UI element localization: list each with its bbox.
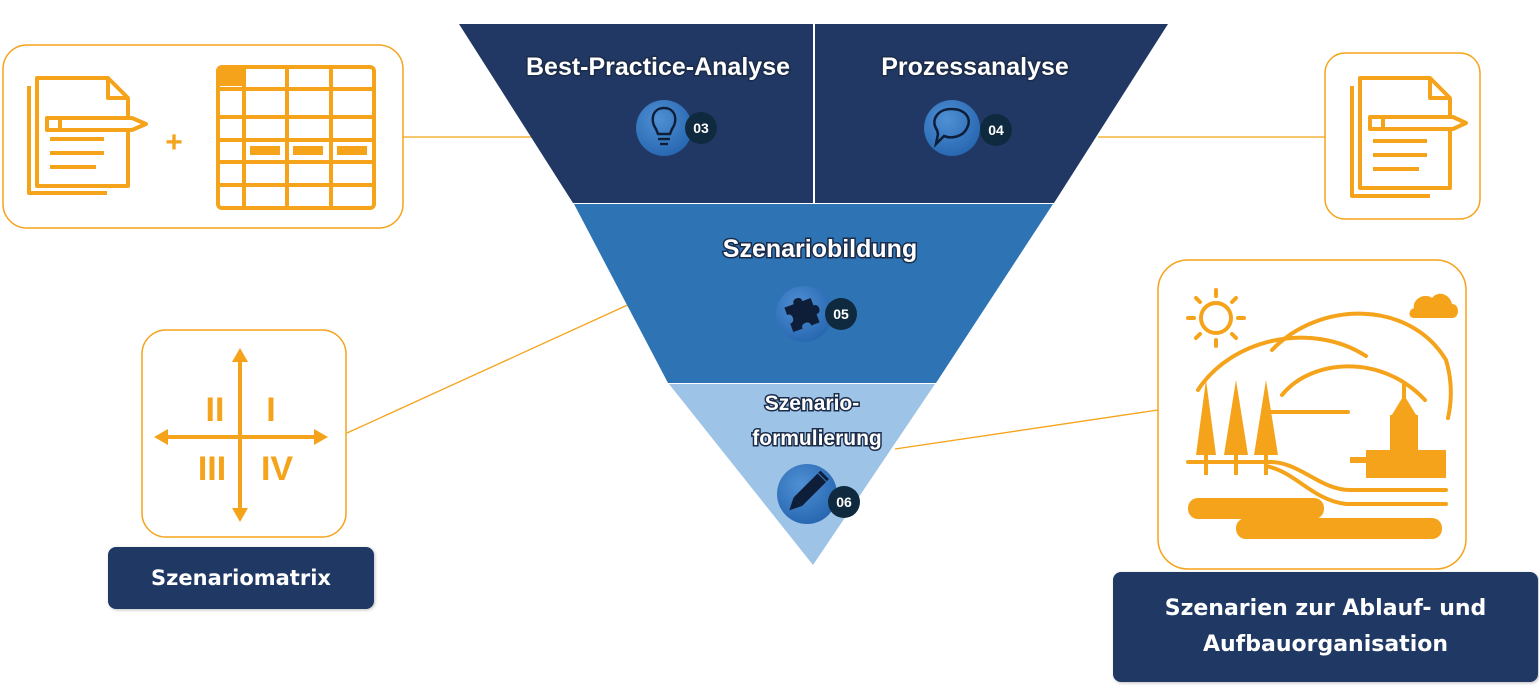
- table-icon: [216, 65, 376, 210]
- lightbulb-icon: [651, 106, 677, 146]
- sun-icon: [1186, 288, 1246, 348]
- funnel-pyramid: [459, 24, 1168, 565]
- number-03: 03: [693, 120, 709, 136]
- connector-lines: [346, 136, 1325, 450]
- box-landscape: [1157, 259, 1467, 570]
- quadrant-II: II: [206, 391, 225, 429]
- label-szenarien-line2: Aufbauorganisation: [1202, 632, 1449, 657]
- badge-06: 06: [777, 464, 860, 524]
- box-document: [1324, 52, 1481, 220]
- segment-prozessanalyse[interactable]: [815, 24, 1168, 203]
- badge-05: 05: [776, 286, 857, 342]
- segment-best-practice[interactable]: [459, 24, 813, 203]
- landscape-icon: [1186, 288, 1458, 539]
- title-szenariobildung: Szenariobildung: [723, 235, 917, 263]
- plus-sign: +: [165, 126, 183, 159]
- label-szenarien: Szenarien zur Ablauf- und Aufbauorganisa…: [1113, 572, 1538, 682]
- quadrant-III: III: [198, 450, 226, 488]
- box-document-table: +: [2, 44, 404, 229]
- ground-bar-lower: [1236, 518, 1442, 539]
- speech-bubble-icon: [933, 107, 971, 148]
- quadrant-I: I: [266, 391, 275, 429]
- number-05: 05: [833, 306, 849, 322]
- box-matrix: II I III IV: [141, 329, 347, 538]
- title-formulierung-line2: formulierung: [752, 427, 882, 450]
- number-04: 04: [988, 122, 1004, 138]
- document-pencil-icon: [27, 76, 148, 195]
- quadrant-IV: IV: [261, 450, 293, 488]
- connector-left-matrix: [346, 302, 633, 434]
- puzzle-icon: [784, 297, 820, 333]
- title-best-practice: Best-Practice-Analyse: [526, 53, 790, 81]
- label-szenariomatrix-text: Szenariomatrix: [151, 566, 331, 590]
- ground-bar-upper: [1188, 498, 1324, 519]
- badge-03: 03: [636, 100, 717, 156]
- connector-right-landscape: [894, 409, 1159, 450]
- number-06: 06: [836, 494, 852, 510]
- cloud-icon: [1409, 293, 1458, 318]
- title-formulierung-line1: Szenario-: [765, 392, 860, 415]
- badge-04: 04: [924, 100, 1012, 156]
- title-prozessanalyse: Prozessanalyse: [881, 53, 1069, 81]
- label-szenarien-line1: Szenarien zur Ablauf- und: [1164, 596, 1487, 621]
- pencil-icon: [789, 470, 829, 511]
- trees-icon: [1196, 380, 1278, 475]
- matrix-axes-icon: [154, 348, 328, 522]
- label-szenariomatrix: Szenariomatrix: [108, 547, 374, 609]
- church-icon: [1350, 384, 1446, 478]
- document-pencil-icon: [1350, 76, 1468, 198]
